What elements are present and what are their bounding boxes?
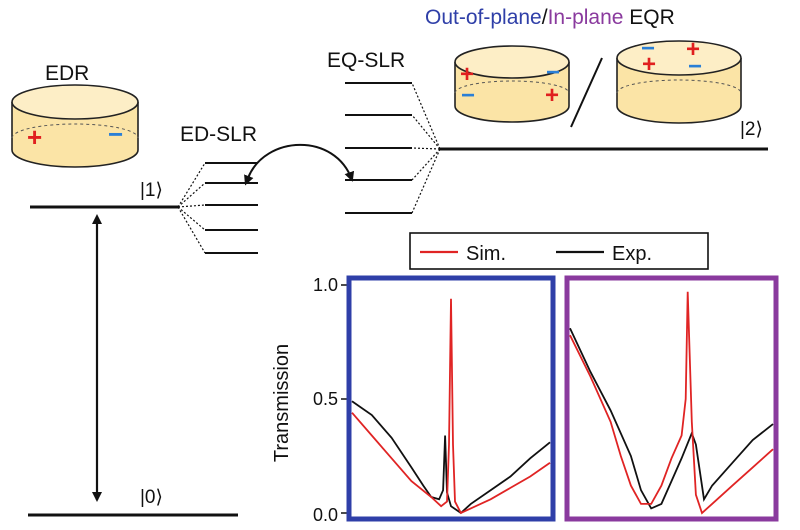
oop-plus-charge-2: +	[545, 82, 559, 109]
state-0-label: |0⟩	[140, 487, 163, 508]
eq-slr-levels	[345, 82, 412, 214]
ip-minus-charge-1: −	[641, 35, 655, 62]
out-of-plane-eqr-disk: + − − +	[454, 45, 570, 123]
oop-minus-charge-2: −	[546, 59, 560, 86]
out-of-plane-panel-frame	[346, 275, 556, 522]
eqr-label: EQR	[623, 6, 674, 29]
ip-plus-charge-1: +	[686, 36, 700, 63]
state-1-label: |1⟩	[140, 180, 163, 201]
in-plane-eqr-disk: − + + −	[616, 35, 742, 124]
state-2-label: |2⟩	[740, 119, 763, 140]
edr-plus-charge: +	[27, 122, 42, 152]
ip-plus-charge-2: +	[642, 51, 656, 78]
header-separator: /	[542, 6, 548, 29]
y-axis-label: Transmission	[271, 344, 293, 462]
coupling-arrow	[244, 144, 355, 186]
oop-plus-charge-1: +	[460, 61, 474, 88]
legend-sim-label: Sim.	[466, 243, 506, 265]
eq-slr-label: EQ-SLR	[327, 49, 405, 72]
out-of-plane-label: Out-of-plane	[425, 6, 542, 29]
eqr-separator-line	[570, 57, 603, 128]
ed-slr-levels	[205, 162, 258, 254]
in-plane-exp-line	[569, 327, 774, 510]
y-tick-0-0: 0.0	[313, 505, 338, 525]
y-tick-1-0: 1.0	[313, 275, 338, 295]
in-plane-panel-frame	[564, 275, 779, 522]
chart-legend: Sim. Exp.	[409, 232, 709, 270]
y-tick-0-5: 0.5	[313, 389, 338, 409]
ip-minus-charge-2: −	[688, 53, 702, 80]
edr-minus-charge: −	[108, 119, 123, 149]
ed-slr-label: ED-SLR	[180, 123, 257, 146]
eqr-header: Out-of-plane/In-plane EQR	[425, 6, 675, 29]
legend-exp-label: Exp.	[612, 243, 652, 265]
oop-minus-charge-1: −	[461, 82, 475, 109]
eq-slr-fan	[411, 82, 441, 214]
out-of-plane-sim-line	[351, 298, 551, 515]
in-plane-sim-line	[569, 291, 774, 515]
out-of-plane-exp-line	[351, 400, 551, 515]
transmission-chart: Sim. Exp. Transmission 1.0 0.5 0.0	[271, 232, 779, 525]
edr-disk: + −	[11, 84, 139, 168]
edr-label: EDR	[45, 62, 89, 85]
in-plane-label: In-plane	[548, 6, 624, 29]
ed-slr-fan	[177, 162, 206, 254]
